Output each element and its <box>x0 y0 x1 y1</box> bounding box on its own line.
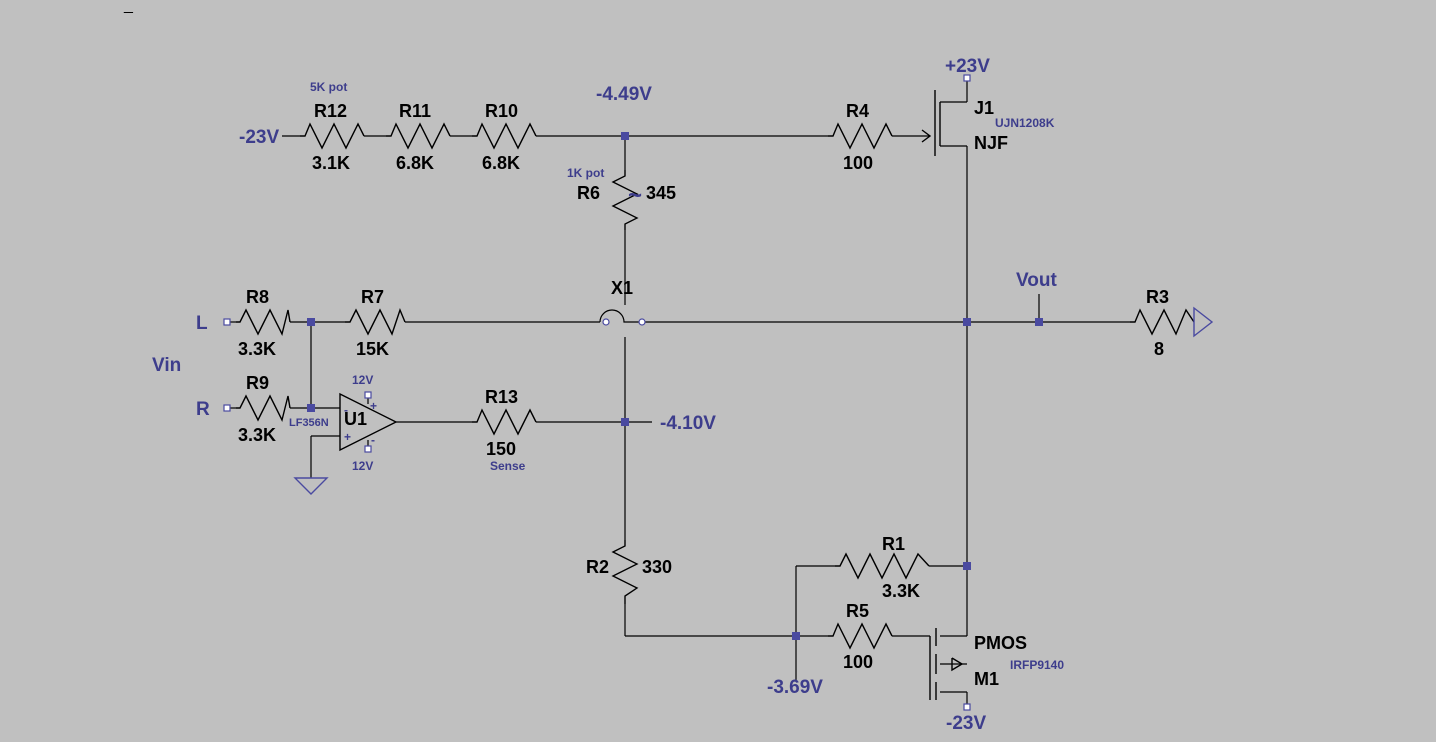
resistor-r7[interactable] <box>345 308 406 336</box>
junction <box>621 418 629 426</box>
pmos-m1[interactable] <box>929 628 964 700</box>
r1-name: R1 <box>882 534 905 554</box>
r3-name: R3 <box>1146 287 1169 307</box>
resistor-r2[interactable] <box>611 540 639 604</box>
junction <box>963 318 971 326</box>
net-minus410v: -4.10V <box>660 413 716 434</box>
resistor-r3[interactable] <box>1130 308 1195 336</box>
r6-name: R6 <box>577 183 600 203</box>
junction <box>621 132 629 140</box>
output-terminal <box>1193 306 1214 338</box>
junction <box>1035 318 1043 326</box>
m1-type: PMOS <box>974 633 1027 653</box>
r9-value: 3.3K <box>238 425 276 445</box>
ground-symbol <box>293 477 329 495</box>
resistor-r6[interactable] <box>611 170 639 230</box>
u1-name: U1 <box>344 409 367 429</box>
net-neg23-left: -23V <box>239 127 279 148</box>
r5-value: 100 <box>843 652 873 672</box>
resistor-r5[interactable] <box>828 622 893 650</box>
net-minus449v: -4.49V <box>596 84 652 105</box>
r13-name: R13 <box>485 387 518 407</box>
r12-value: 3.1K <box>312 153 350 173</box>
wires <box>228 80 1130 706</box>
net-pos23: +23V <box>945 56 990 77</box>
toolbar-mark: _ <box>123 0 134 14</box>
net-l: L <box>196 313 208 334</box>
x1-pin-left <box>602 318 610 326</box>
pin-r <box>223 404 231 412</box>
opamp-u1[interactable] <box>339 392 398 452</box>
j1-name: J1 <box>974 98 994 118</box>
r7-name: R7 <box>361 287 384 307</box>
pin-neg23-bottom <box>963 703 971 711</box>
r8-name: R8 <box>246 287 269 307</box>
r3-value: 8 <box>1154 339 1164 359</box>
u1-minus-sign: - <box>371 433 375 447</box>
pin-pos23 <box>963 74 971 82</box>
r13-note: Sense <box>490 459 526 473</box>
r11-value: 6.8K <box>396 153 434 173</box>
net-r: R <box>196 399 210 420</box>
x1-name: X1 <box>611 278 633 298</box>
resistor-r9[interactable] <box>236 394 291 423</box>
u1-supply-pos: 12V <box>352 373 373 387</box>
net-minus369v: -3.69V <box>767 677 823 698</box>
u1-supply-neg: 12V <box>352 459 373 473</box>
u1-plus-in: + <box>344 430 351 444</box>
crossover-x1 <box>599 309 644 323</box>
pin-u1-vminus <box>364 445 372 453</box>
resistor-r11[interactable] <box>386 122 451 150</box>
u1-model: LF356N <box>289 417 329 429</box>
r2-name: R2 <box>586 557 609 577</box>
resistor-r1[interactable] <box>835 552 930 580</box>
junction <box>307 404 315 412</box>
resistor-r12[interactable] <box>300 122 365 150</box>
u1-plus-sign: + <box>370 399 377 413</box>
junction <box>307 318 315 326</box>
r5-name: R5 <box>846 601 869 621</box>
r12-note: 5K pot <box>310 80 347 94</box>
r12-name: R12 <box>314 101 347 121</box>
r1-value: 3.3K <box>882 581 920 601</box>
net-vout: Vout <box>1016 270 1057 291</box>
pin-u1-vplus <box>364 391 372 399</box>
r7-value: 15K <box>356 339 389 359</box>
r10-name: R10 <box>485 101 518 121</box>
junction <box>963 562 971 570</box>
r8-value: 3.3K <box>238 339 276 359</box>
net-vin: Vin <box>152 355 181 376</box>
r9-name: R9 <box>246 373 269 393</box>
net-neg23-bottom: -23V <box>946 713 986 734</box>
j1-type: NJF <box>974 133 1008 153</box>
u1-minus-in: - <box>344 403 348 417</box>
junction <box>792 632 800 640</box>
m1-name: M1 <box>974 669 999 689</box>
x1-pin-right <box>638 318 646 326</box>
r6-note: 1K pot <box>567 166 604 180</box>
r13-value: 150 <box>486 439 516 459</box>
resistor-r13[interactable] <box>472 408 537 436</box>
resistor-r4[interactable] <box>828 122 893 150</box>
r10-value: 6.8K <box>482 153 520 173</box>
jfet-j1[interactable] <box>921 90 941 156</box>
pin-l <box>223 318 231 326</box>
resistor-r10[interactable] <box>472 122 537 150</box>
r4-value: 100 <box>843 153 873 173</box>
r2-value: 330 <box>642 557 672 577</box>
resistor-r8[interactable] <box>236 308 291 337</box>
m1-model: IRFP9140 <box>1010 658 1064 672</box>
r6-wiper-icon: ~ <box>628 182 642 209</box>
r6-value: 345 <box>646 183 676 203</box>
r4-name: R4 <box>846 101 869 121</box>
j1-model: UJN1208K <box>995 116 1055 130</box>
r11-name: R11 <box>399 101 431 121</box>
